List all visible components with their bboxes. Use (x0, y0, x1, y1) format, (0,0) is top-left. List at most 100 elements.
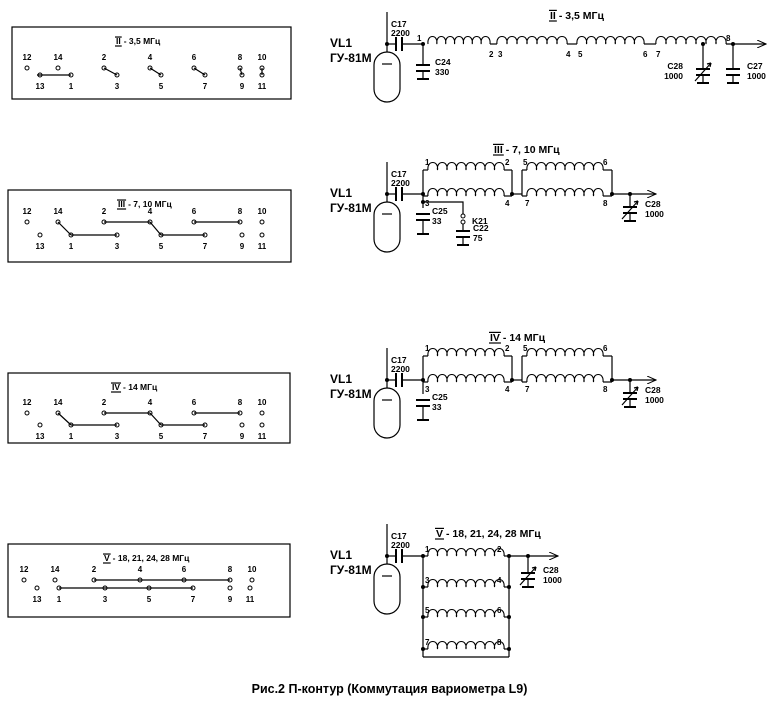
tube-type: ГУ-81М (330, 387, 372, 401)
pin-label: 5 (159, 242, 164, 251)
node-label: 6 (603, 158, 608, 167)
tuning-arrow-head (636, 386, 639, 392)
node-label: 4 (505, 199, 510, 208)
pin-label: 3 (115, 82, 120, 91)
inductor-coil (526, 187, 604, 197)
node-label: 4 (497, 576, 502, 585)
pin-label: 7 (203, 432, 208, 441)
pin-label: 13 (33, 595, 42, 604)
tube-name: VL1 (330, 186, 352, 200)
inductor-coil (427, 640, 505, 650)
pin-label: 2 (102, 53, 107, 62)
node-label: 5 (578, 50, 583, 59)
switch-panel-frame (11, 26, 292, 100)
inductor-coil (427, 161, 505, 171)
switch-terminal (24, 410, 30, 416)
junction-dot (507, 585, 511, 589)
cap-value: 1000 (645, 209, 664, 219)
switch-terminal (55, 65, 61, 71)
tuning-arrow-head (706, 62, 712, 65)
pin-label: 3 (103, 595, 108, 604)
pin-label: 3 (115, 432, 120, 441)
switch-terminal (259, 422, 265, 428)
pin-label: 1 (69, 242, 74, 251)
pin-label: 1 (69, 82, 74, 91)
node-label: 8 (603, 385, 608, 394)
switch-panel-frame (7, 543, 291, 618)
coupling-cap-value: 2200 (391, 28, 410, 38)
pin-label: 4 (138, 565, 143, 574)
pin-label: 10 (248, 565, 257, 574)
node-label: 3 (498, 50, 503, 59)
pin-label: 2 (102, 207, 107, 216)
pin-label: 8 (238, 398, 243, 407)
node-label: 7 (525, 199, 530, 208)
node-label: 5 (523, 158, 528, 167)
band-frequency-text: - 18, 21, 24, 28 МГц (446, 528, 541, 540)
node-label: 2 (497, 545, 502, 554)
inductor-coil (427, 608, 505, 618)
tuning-arrow-head (636, 200, 639, 206)
cap-name: C28 (645, 199, 661, 209)
pin-label: 8 (238, 207, 243, 216)
switch-panel-title: V- 18, 21, 24, 28 МГц (103, 553, 190, 564)
tuning-arrow-head (531, 566, 537, 569)
cap-value: 1000 (543, 575, 562, 585)
pin-label: 5 (159, 82, 164, 91)
switch-panel-title: IV- 14 МГц (111, 382, 158, 393)
node-label: 1 (425, 344, 430, 353)
pin-label: 9 (240, 432, 245, 441)
tube-type: ГУ-81М (330, 201, 372, 215)
pin-label: 1 (57, 595, 62, 604)
node-label: 3 (425, 199, 430, 208)
inductor-coil (526, 347, 604, 357)
switch-terminal (24, 219, 30, 225)
junction-dot (507, 647, 511, 651)
tube-name: VL1 (330, 548, 352, 562)
band-frequency-text: - 7, 10 МГц (506, 144, 560, 156)
switch-terminal (37, 422, 43, 428)
relay-name: K21 (472, 216, 488, 226)
pin-label: 14 (54, 207, 63, 216)
junction-dot (421, 647, 425, 651)
pin-label: 12 (23, 53, 32, 62)
pin-label: 2 (92, 565, 97, 574)
cap-value: 330 (435, 67, 449, 77)
pin-label: 9 (240, 82, 245, 91)
tube-name: VL1 (330, 36, 352, 50)
tuning-arrow (621, 386, 639, 406)
pin-label: 12 (23, 398, 32, 407)
junction-dot (421, 615, 425, 619)
cap-value: 1000 (645, 395, 664, 405)
cap-name: C22 (473, 223, 489, 233)
cap-name: C24 (435, 57, 451, 67)
node-label: 2 (489, 50, 494, 59)
tube-type: ГУ-81М (330, 51, 372, 65)
node-label: 1 (425, 158, 430, 167)
pin-label: 12 (20, 565, 29, 574)
relay-wire (423, 201, 464, 215)
band-frequency-text: - 7, 10 МГц (128, 199, 172, 209)
switch-panel-title: II- 3,5 МГц (115, 36, 161, 47)
coupling-cap-value: 2200 (391, 364, 410, 374)
node-label: 1 (425, 545, 430, 554)
inductor-coil (496, 35, 568, 45)
pin-label: 9 (240, 242, 245, 251)
node-label: 7 (525, 385, 530, 394)
band-roman-numeral: II (116, 36, 121, 46)
band-frequency-text: - 18, 21, 24, 28 МГц (113, 553, 190, 563)
coupling-cap-value: 2200 (391, 178, 410, 188)
node-label: 6 (603, 344, 608, 353)
switch-terminal (227, 585, 233, 591)
switch-blade (149, 221, 162, 236)
